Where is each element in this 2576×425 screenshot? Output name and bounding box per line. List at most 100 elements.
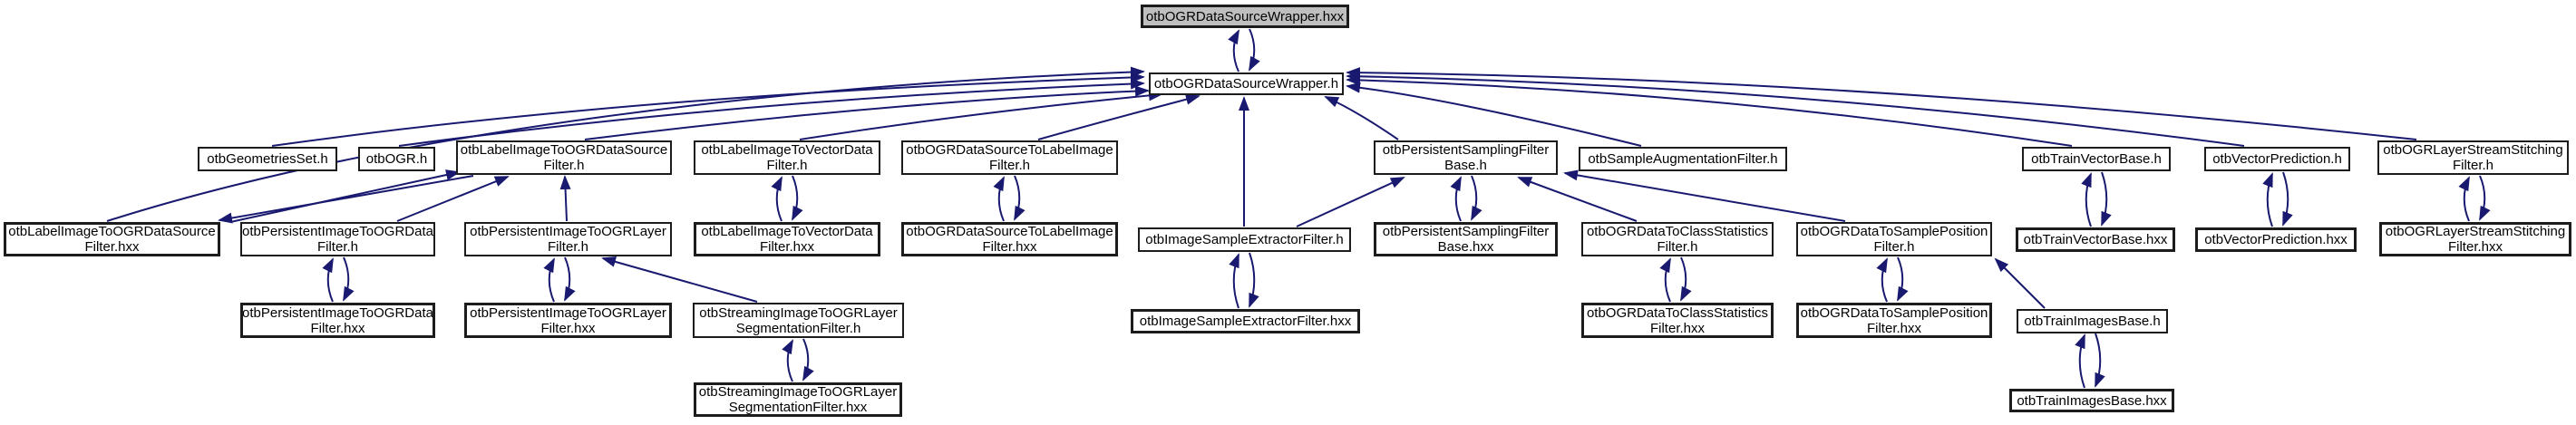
node-label: otbVectorPrediction.hxx — [2204, 232, 2348, 247]
node-label: Filter.h — [1873, 239, 1915, 255]
node-train-images-base-h[interactable]: otbTrainImagesBase.h — [2017, 309, 2168, 333]
pair-persistent-image-to-ogr-data-up — [322, 257, 334, 303]
node-label: otbVectorPrediction.h — [2212, 151, 2342, 167]
edge-vector-prediction-to-wrapper — [1346, 71, 2245, 147]
node-label: Filter.hxx — [759, 239, 814, 255]
node-label: otbImageSampleExtractorFilter.hxx — [1139, 314, 1352, 329]
node-ogr-h[interactable]: otbOGR.h — [358, 147, 435, 171]
node-label: Filter.h — [1657, 239, 1698, 255]
node-label: otbPersistentImageToOGRData — [242, 304, 433, 321]
pair-ogr-layer-stream-stitching-up — [2458, 176, 2470, 222]
node-label: otbOGRDataSourceWrapper.h — [1153, 76, 1339, 92]
pair-wrapper-hxx-h-up — [1228, 29, 1239, 72]
pair-train-images-base-down — [2095, 333, 2105, 388]
pair-ogr-data-to-class-statistics-up — [1659, 257, 1671, 303]
edge-sample-position-to-sampling-base — [1563, 169, 1846, 222]
node-label: Base.h — [1444, 158, 1487, 173]
pair-persistent-sampling-base-up — [1450, 176, 1462, 222]
edge-labelimage-ogrds-h-to-hxx — [218, 175, 474, 224]
node-train-images-base-hxx[interactable]: otbTrainImagesBase.hxx — [2009, 389, 2174, 412]
node-label: otbOGRDataSourceWrapper.hxx — [1145, 8, 1345, 24]
pair-persistent-image-to-ogr-layer-down — [564, 256, 576, 302]
node-label: otbOGRDataToSamplePosition — [1800, 304, 1988, 321]
pair-wrapper-hxx-h-down — [1249, 28, 1260, 72]
node-label: otbOGRDataToClassStatistics — [1586, 304, 1769, 321]
edge-labelimage-ogrds-hxx-to-wrapper — [106, 66, 1145, 222]
pair-persistent-image-to-ogr-layer-up — [543, 257, 555, 303]
edge-persist-data-to-labelimage-ogrds — [396, 176, 510, 222]
node-label: otbTrainImagesBase.hxx — [2017, 392, 2167, 409]
pair-ogr-data-to-sample-position-down — [1897, 256, 1909, 302]
pair-train-images-base-up — [2075, 333, 2085, 389]
node-wrapper-h[interactable]: otbOGRDataSourceWrapper.h — [1149, 72, 1344, 95]
node-label: otbLabelImageToOGRDataSource — [460, 142, 668, 158]
node-train-vector-base-hxx[interactable]: otbTrainVectorBase.hxx — [2016, 227, 2175, 252]
pair-streaming-segmentation-down — [802, 338, 814, 382]
node-label: otbPersistentImageToOGRLayer — [470, 224, 666, 239]
node-train-vector-base-h[interactable]: otbTrainVectorBase.h — [2022, 147, 2171, 171]
node-label: Filter.hxx — [1649, 320, 1705, 336]
pair-ogr-data-to-sample-position-up — [1876, 257, 1888, 303]
pair-ogr-datasource-to-labelimage-down — [1014, 175, 1026, 221]
edge-labelimage-vectordata-to-wrapper — [799, 90, 1163, 140]
node-label: Filter.hxx — [982, 239, 1037, 255]
node-label: otbStreamingImageToOGRLayer — [699, 304, 898, 321]
edge-ogr-to-wrapper — [398, 78, 1145, 147]
edge-image-sample-extractor-to-sampling-base — [1296, 177, 1405, 227]
node-label: Filter.hxx — [310, 320, 365, 336]
node-label: otbTrainVectorBase.hxx — [2023, 232, 2168, 247]
pair-train-vector-base-down — [2101, 171, 2112, 227]
node-label: otbPersistentSamplingFilter — [1382, 224, 1550, 239]
node-label: Filter.h — [316, 239, 358, 255]
node-label: Filter.hxx — [84, 239, 140, 255]
node-geometries-set-h[interactable]: otbGeometriesSet.h — [198, 147, 337, 171]
pair-persistent-image-to-ogr-data-down — [343, 256, 355, 302]
edge-ogrds-labelimage-to-wrapper — [1037, 93, 1201, 140]
node-label: otbLabelImageToOGRDataSource — [8, 224, 216, 239]
edge-sample-augmentation-to-wrapper — [1346, 82, 1642, 147]
pair-image-sample-extractor-down — [1249, 252, 1259, 308]
node-label: otbPersistentImageToOGRLayer — [470, 304, 666, 321]
node-wrapper-hxx[interactable]: otbOGRDataSourceWrapper.hxx — [1141, 5, 1349, 28]
node-sample-augmentation-filter-h[interactable]: otbSampleAugmentationFilter.h — [1579, 147, 1787, 171]
node-label: SegmentationFilter.h — [735, 320, 861, 336]
pair-ogr-layer-stream-stitching-down — [2479, 175, 2491, 221]
pair-label-image-to-vectordata-down — [792, 175, 803, 221]
node-vector-prediction-hxx[interactable]: otbVectorPrediction.hxx — [2195, 227, 2357, 252]
node-vector-prediction-h[interactable]: otbVectorPrediction.h — [2204, 147, 2350, 171]
node-label: Filter.hxx — [2447, 239, 2503, 255]
pair-image-sample-extractor-up — [1229, 253, 1239, 309]
node-label: Filter.h — [543, 158, 585, 173]
node-label: Filter.h — [2452, 158, 2493, 173]
node-label: Filter.h — [547, 239, 588, 255]
node-label: otbOGRLayerStreamStitching — [2383, 142, 2563, 158]
node-image-sample-extractor-filter-hxx[interactable]: otbImageSampleExtractorFilter.hxx — [1131, 309, 1360, 333]
edge-streaming-seg-to-persist-layer — [601, 256, 758, 303]
node-label: otbPersistentSamplingFilter — [1382, 142, 1550, 158]
node-image-sample-extractor-filter-h[interactable]: otbImageSampleExtractorFilter.h — [1138, 227, 1351, 252]
edge-class-statistics-to-sampling-base — [1517, 177, 1638, 222]
edge-labelimage-ogrds-hxx-to-h — [229, 169, 461, 223]
